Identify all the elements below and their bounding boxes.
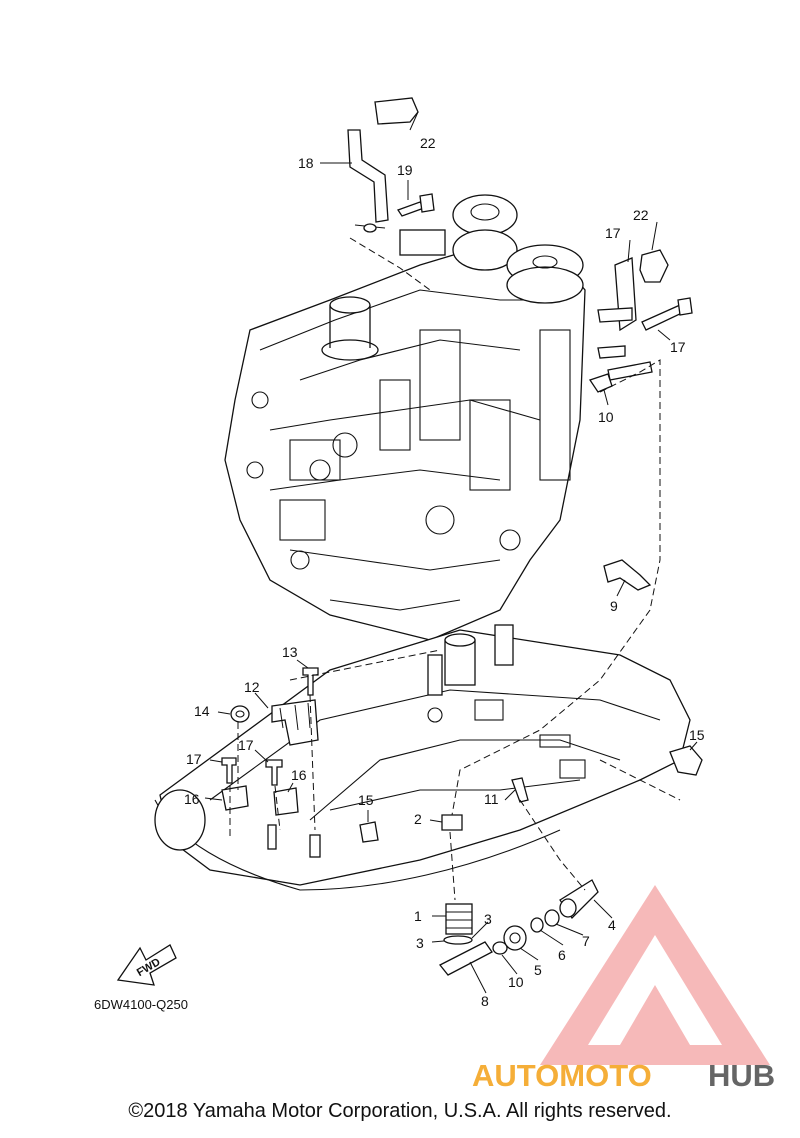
part-17-bolt-left bbox=[221, 757, 237, 784]
part-18-bracket bbox=[597, 257, 653, 381]
part-16-clip-left bbox=[221, 785, 249, 811]
callout-16-left: 16 bbox=[184, 791, 200, 807]
part-21-bolt bbox=[397, 193, 435, 217]
part-1-fitting bbox=[445, 903, 473, 935]
callout-8: 8 bbox=[481, 993, 489, 1009]
part-3-clips bbox=[443, 935, 473, 945]
part-2-nut bbox=[441, 814, 463, 831]
fwd-arrow: FWD bbox=[116, 944, 177, 986]
part-22-clip-top bbox=[374, 97, 419, 125]
callout-14: 14 bbox=[194, 703, 210, 719]
part-20-bracket bbox=[347, 129, 389, 233]
automotohub-wordmark: AUTOMOTO HUB bbox=[472, 1058, 775, 1093]
callout-1: 1 bbox=[414, 908, 422, 924]
wordmark-part2: HUB bbox=[708, 1058, 775, 1093]
part-4-grommet bbox=[559, 879, 599, 920]
bottom-cowling bbox=[154, 624, 691, 891]
part-6-washer bbox=[530, 917, 544, 933]
part-5-nut bbox=[503, 925, 527, 951]
part-15-clip-left bbox=[359, 821, 379, 843]
wordmark-part1: AUTOMOTO bbox=[472, 1058, 652, 1093]
callout-5: 5 bbox=[534, 962, 542, 978]
callout-3-right: 3 bbox=[484, 911, 492, 927]
callout-12: 12 bbox=[244, 679, 260, 695]
part-8-hose bbox=[438, 941, 493, 976]
part-15-clip-right bbox=[669, 745, 703, 776]
leader-lines bbox=[204, 111, 698, 994]
engine-block bbox=[224, 194, 586, 641]
part-22-clip-right bbox=[639, 249, 669, 283]
callout-10-upper: 10 bbox=[598, 409, 614, 425]
callout-17-left: 17 bbox=[186, 751, 202, 767]
callout-6: 6 bbox=[558, 947, 566, 963]
part-19-bolt bbox=[641, 297, 693, 331]
callout-20: 18 bbox=[298, 155, 314, 171]
part-11-screw bbox=[511, 777, 529, 803]
callout-19: 17 bbox=[670, 339, 686, 355]
callout-9: 9 bbox=[610, 598, 618, 614]
part-10-cap-lower bbox=[492, 941, 508, 955]
callout-4: 4 bbox=[608, 917, 616, 933]
part-9-clamp bbox=[603, 559, 652, 591]
part-14-grommet bbox=[230, 705, 250, 723]
part-10-clip-upper bbox=[588, 373, 613, 393]
callout-16-right: 16 bbox=[291, 767, 307, 783]
part-12-plate bbox=[271, 699, 319, 746]
callout-3-left: 3 bbox=[416, 935, 424, 951]
callout-11: 11 bbox=[484, 791, 499, 807]
copyright-notice: ©2018 Yamaha Motor Corporation, U.S.A. A… bbox=[128, 1100, 672, 1122]
callout-15-left: 15 bbox=[358, 792, 374, 808]
part-17-bolt-right bbox=[265, 759, 283, 786]
part-16-clip-right bbox=[273, 787, 299, 816]
part-7-ring bbox=[544, 909, 560, 927]
callout-22-top: 22 bbox=[420, 135, 436, 151]
callout-21: 19 bbox=[397, 162, 413, 178]
callout-2: 2 bbox=[414, 811, 422, 827]
callout-15-right: 15 bbox=[689, 727, 705, 743]
callout-labels: 22 18 19 22 17 17 10 9 13 12 14 15 17 17… bbox=[184, 135, 705, 1009]
callout-10-lower: 10 bbox=[508, 974, 524, 990]
callout-7: 7 bbox=[582, 933, 590, 949]
callout-22-right: 22 bbox=[633, 207, 649, 223]
automotohub-logo bbox=[540, 885, 770, 1065]
callout-13: 13 bbox=[282, 644, 298, 660]
diagram-code: 6DW4100-Q250 bbox=[94, 997, 188, 1012]
callout-17-right: 17 bbox=[238, 737, 254, 753]
callout-18: 17 bbox=[605, 225, 621, 241]
